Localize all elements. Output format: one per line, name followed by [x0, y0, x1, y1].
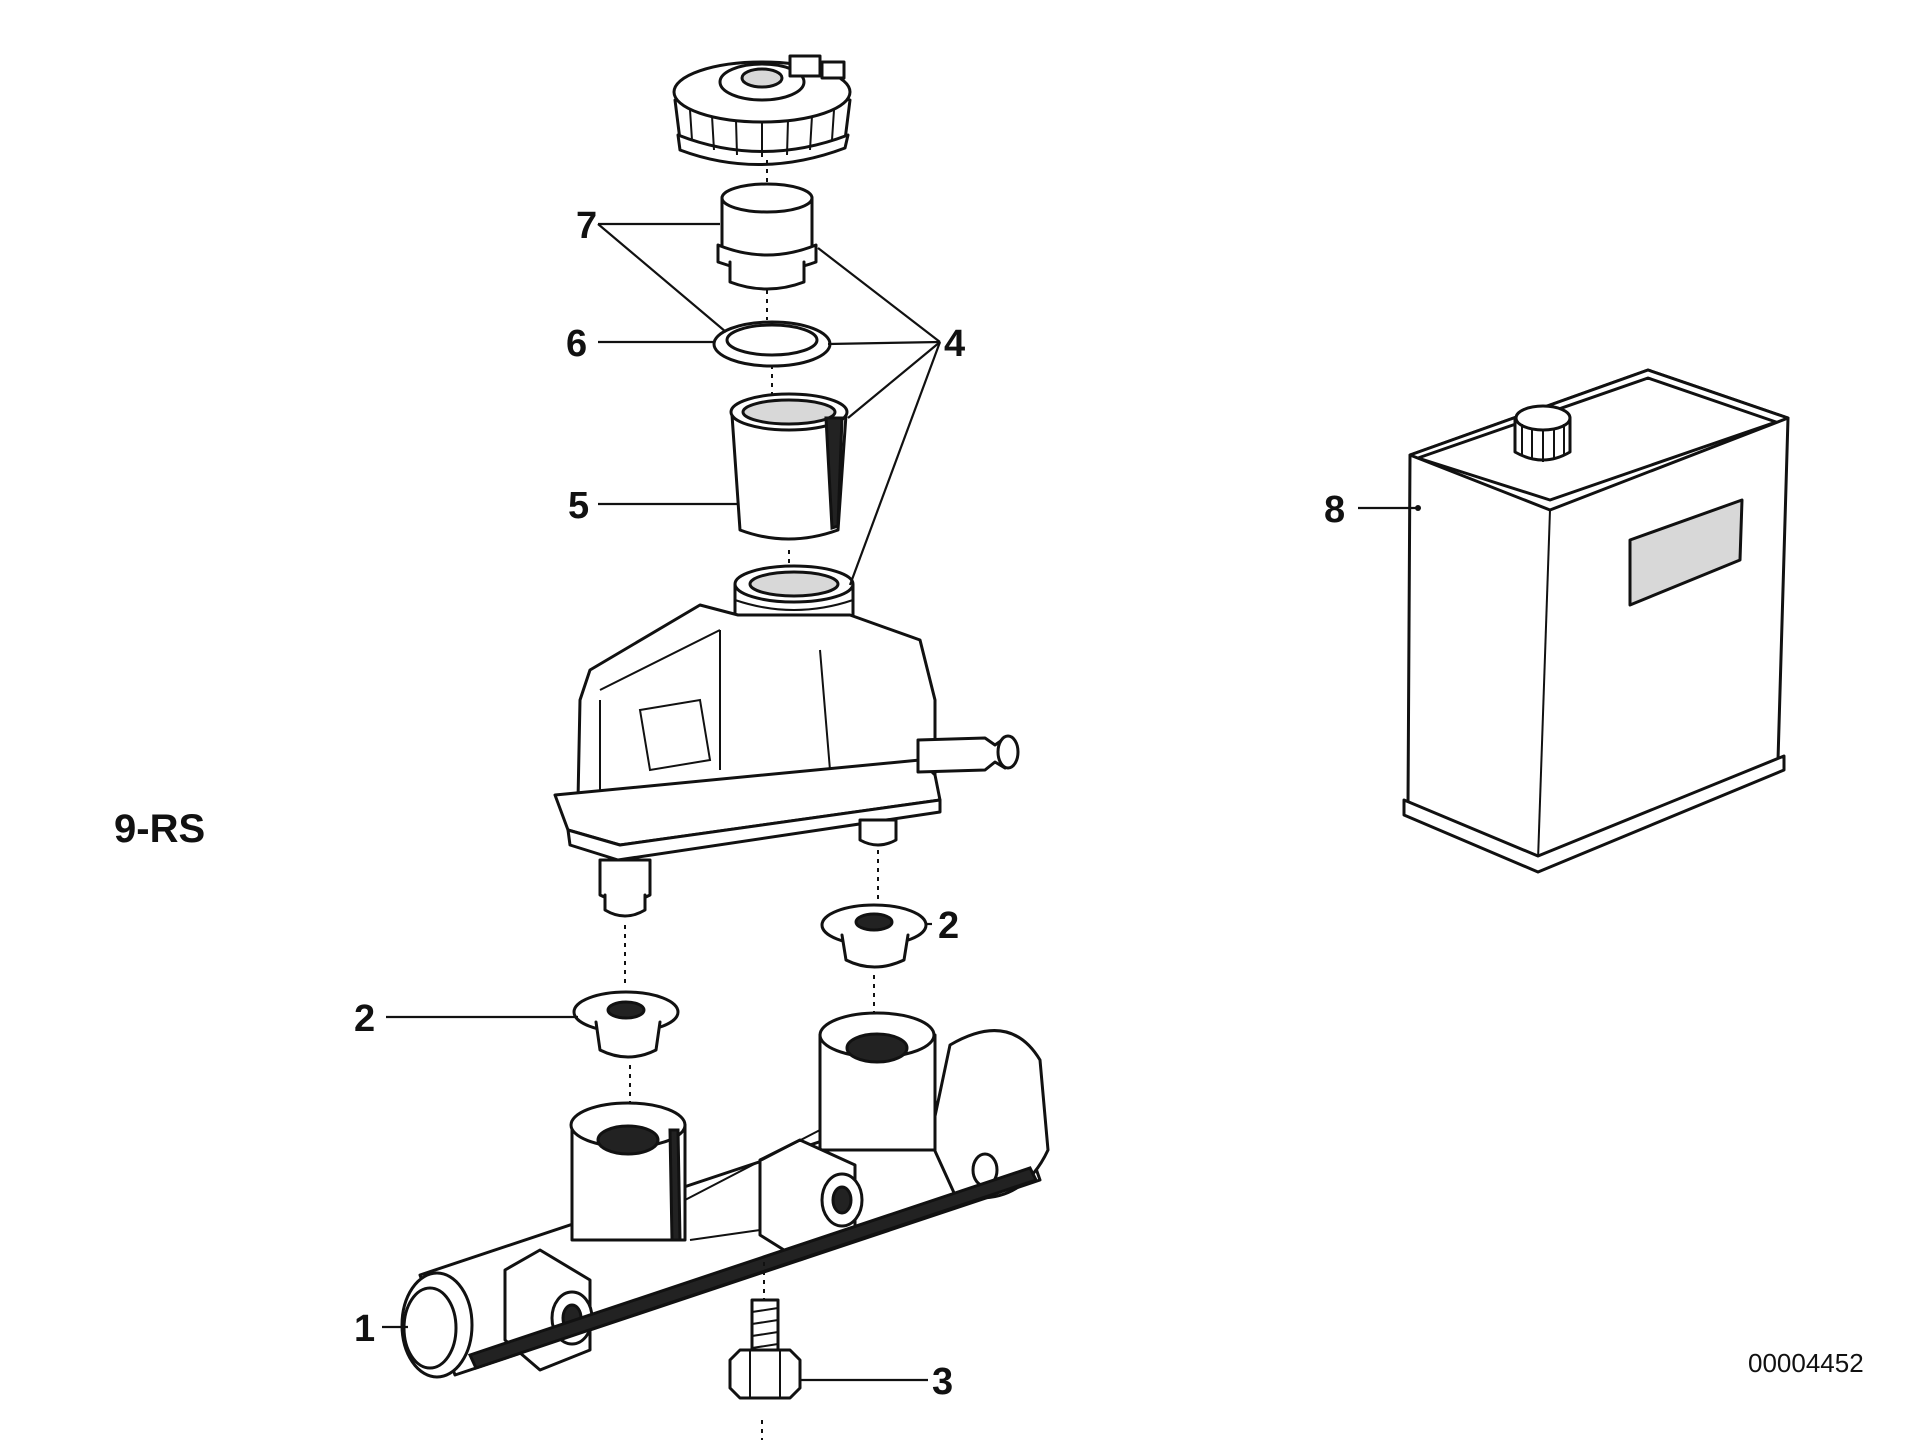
callout-labels: 7 6 4 5 8 2 2 1 3 [354, 205, 1345, 1403]
filter-sleeve[interactable] [729, 392, 849, 541]
grommet-right[interactable] [820, 903, 928, 969]
grommet-left[interactable] [572, 990, 680, 1059]
master-cylinder[interactable] [400, 1011, 1050, 1379]
brake-fluid-can[interactable] [1402, 368, 1790, 874]
group-code: 9-RS [114, 807, 205, 851]
callout-3: 3 [932, 1361, 953, 1403]
callout-8: 8 [1324, 489, 1345, 531]
callout-5: 5 [568, 485, 589, 527]
callout-2-left: 2 [354, 998, 375, 1040]
callout-6: 6 [566, 323, 587, 365]
leader-lines [382, 222, 1421, 1382]
sealing-ring[interactable] [712, 320, 832, 368]
float-insert[interactable] [716, 182, 818, 291]
reservoir-body[interactable] [553, 564, 1020, 918]
callout-2-right: 2 [938, 905, 959, 947]
callout-1: 1 [354, 1308, 375, 1350]
reservoir-cap[interactable] [672, 54, 852, 166]
callout-7: 7 [576, 205, 597, 247]
reference-number: 00004452 [1748, 1348, 1864, 1378]
callout-4: 4 [944, 323, 965, 365]
bleed-screw[interactable] [728, 1298, 802, 1400]
